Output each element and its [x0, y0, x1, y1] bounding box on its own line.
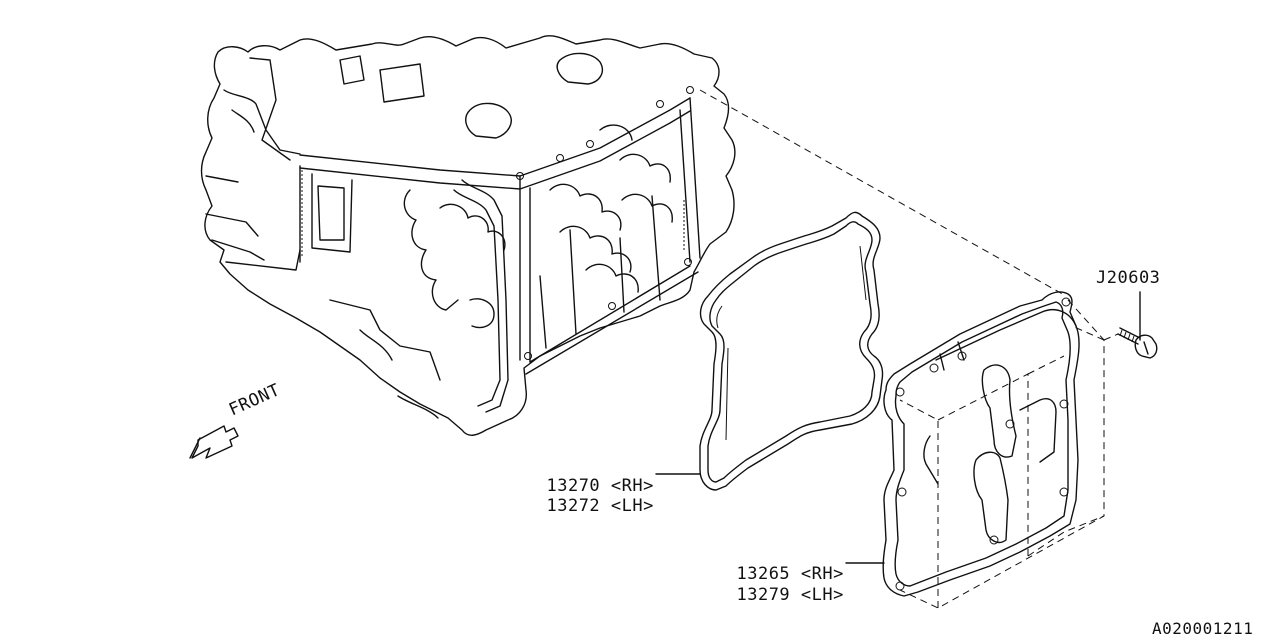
- bolt-part-label: J20603: [1096, 268, 1161, 288]
- part-number: 13265: [736, 564, 791, 584]
- callout-13279: 13279 <LH>: [715, 565, 844, 605]
- front-arrow-icon: [189, 425, 239, 459]
- side-label: <RH>: [610, 476, 654, 496]
- valve-cover: [882, 291, 1080, 597]
- figure-code: A020001211: [1152, 619, 1254, 638]
- side-label: <RH>: [800, 564, 844, 584]
- bolt-j20603: [1117, 291, 1158, 359]
- part-number: 13272: [546, 496, 601, 516]
- callout-13270: 13270 <RH>: [525, 456, 654, 496]
- callout-13272: 13272 <LH>: [525, 476, 654, 516]
- callout-13265: 13265 <RH>: [715, 544, 844, 584]
- valve-cover-gasket: [699, 211, 884, 491]
- projection-lines: [699, 89, 1119, 609]
- side-label: <LH>: [800, 585, 844, 605]
- engine-block-illustration: [200, 35, 736, 436]
- leader-lines: [655, 473, 885, 564]
- side-label: <LH>: [610, 496, 654, 516]
- part-number: 13279: [736, 585, 791, 605]
- part-number: 13270: [546, 476, 601, 496]
